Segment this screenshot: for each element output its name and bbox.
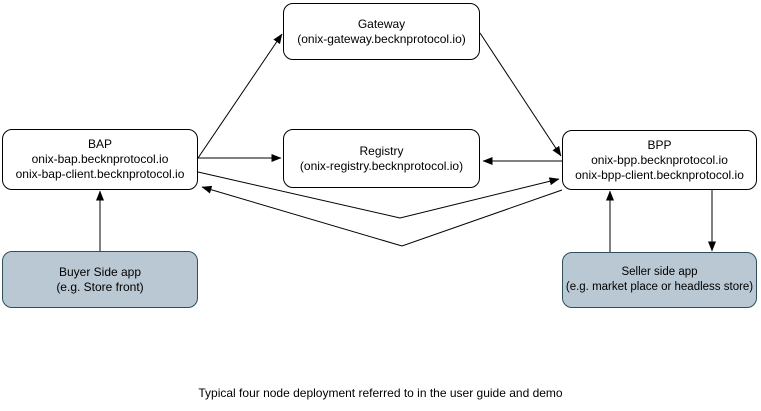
node-bpp-url: onix-bpp.becknprotocol.io — [591, 152, 728, 167]
node-seller-app-title: Seller side app — [621, 266, 698, 278]
node-seller-side-app: Seller side app (e.g. market place or he… — [562, 252, 757, 308]
node-gateway: Gateway (onix-gateway.becknprotocol.io) — [283, 3, 480, 60]
node-registry: Registry (onix-registry.becknprotocol.io… — [283, 129, 480, 188]
node-buyer-app-subtitle: (e.g. Store front) — [56, 279, 144, 294]
node-registry-subtitle: (onix-registry.becknprotocol.io) — [299, 158, 464, 173]
node-registry-title: Registry — [359, 143, 404, 158]
node-seller-app-subtitle: (e.g. market place or headless store) — [565, 281, 754, 293]
node-gateway-subtitle: (onix-gateway.becknprotocol.io) — [297, 31, 466, 46]
arrow-bap-to-bpp — [197, 171, 560, 219]
node-buyer-side-app: Buyer Side app (e.g. Store front) — [2, 251, 198, 308]
arrow-bpp-to-bap — [201, 185, 563, 247]
node-bap-client-url: onix-bap-client.becknprotocol.io — [15, 167, 185, 181]
node-bap-title: BAP — [87, 137, 112, 151]
node-buyer-app-title: Buyer Side app — [58, 264, 142, 279]
node-bpp-title: BPP — [647, 137, 672, 152]
node-bpp: BPP onix-bpp.becknprotocol.io onix-bpp-c… — [562, 130, 757, 190]
node-bpp-client-url: onix-bpp-client.becknprotocol.io — [575, 167, 744, 182]
diagram-caption: Typical four node deployment referred to… — [198, 386, 563, 400]
arrow-gateway-to-bpp — [479, 32, 562, 157]
arrow-bap-to-gateway — [197, 33, 283, 159]
node-bap-url: onix-bap.becknprotocol.io — [31, 152, 169, 166]
node-bap: BAP onix-bap.becknprotocol.io onix-bap-c… — [2, 129, 198, 190]
node-gateway-title: Gateway — [357, 16, 406, 31]
